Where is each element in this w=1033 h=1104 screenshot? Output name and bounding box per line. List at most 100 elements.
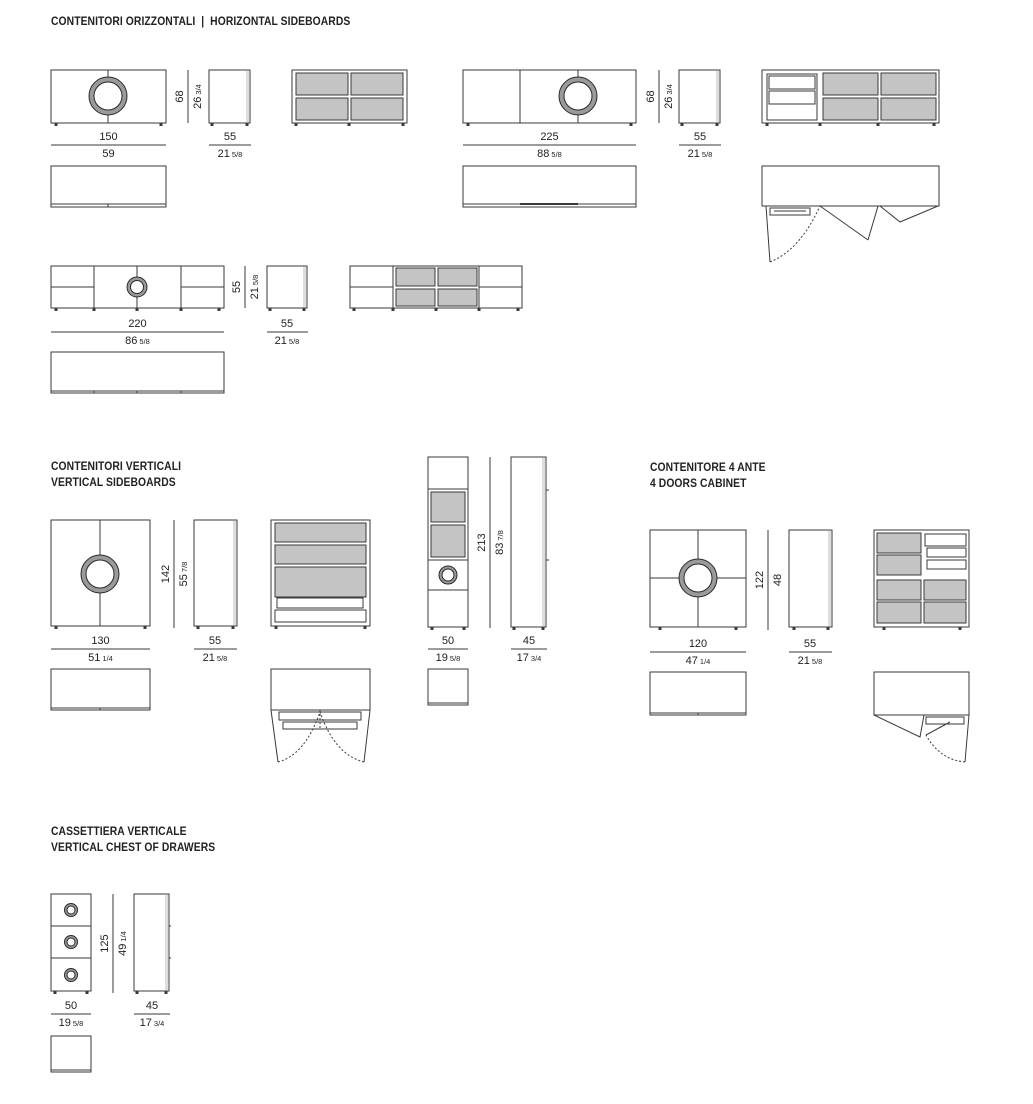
door-arc [925,734,966,763]
dim-height-in: 837/8 [494,530,506,555]
chest-50-plan [50,1035,92,1073]
cabinet-body [50,893,92,992]
foot [85,991,89,994]
foot [876,123,880,126]
ring-inner [93,81,123,111]
dim-height-cm: 213 [476,533,488,551]
side-shade [828,531,831,626]
foot [512,627,516,630]
title-it: CONTENITORE 4 ANTE [650,460,766,474]
ring-handle [80,554,120,594]
dim-height-in: 263/4 [192,84,204,109]
foot [159,123,163,126]
shelf-panel [822,72,879,96]
foot [466,123,470,126]
ring-inner [683,563,713,593]
shelf-panel [876,554,922,576]
dim-width-cm: 220 [128,318,146,330]
cabinet-body [427,456,469,628]
foot [179,308,183,311]
drawer-inner [926,547,967,558]
foot [231,626,235,629]
side-body [678,69,721,124]
foot [882,627,886,630]
door-left-open [765,205,771,263]
foot [217,308,221,311]
shelf-panel [350,72,404,96]
ring-inner [66,937,76,947]
plan-body [50,351,225,394]
sideboard-220-interior [349,265,523,311]
shelf-panel [350,97,404,121]
cabinet-120-side [788,529,833,630]
dim-width-cm: 50 [442,635,454,647]
dim-height-in: 491/4 [117,931,129,956]
side-shade [246,71,249,122]
foot [135,308,139,311]
door-right-open [363,709,371,763]
chest-50-side [133,893,171,994]
foot [54,123,58,126]
ring-handle [438,565,458,585]
title-en: VERTICAL CHEST OF DRAWERS [51,840,216,854]
drawer-inner [274,609,367,623]
ring-inner [441,568,455,582]
drawer-inner [276,597,364,609]
dim-height-in: 48 [772,574,784,586]
plan-body [761,165,940,207]
shelf-panel [923,601,967,624]
side-body [133,893,170,992]
sideboard-150-front [50,69,167,126]
foot [135,991,139,994]
sideboard-220-side [266,265,308,311]
title-en: 4 DOORS CABINET [650,476,747,490]
cabinet-body [270,519,371,627]
dim-width-cm: 130 [91,635,109,647]
side-shade [716,71,719,122]
vertical-130-plan [50,668,151,711]
door-left-open [873,714,925,738]
foot [541,627,545,630]
foot [53,991,57,994]
cabinet-body [873,529,970,628]
ring-inner [130,280,144,294]
foot [792,627,796,630]
shelf-panel [876,601,922,624]
ring-inner [85,559,115,589]
foot [462,627,466,630]
dim-height-in: 557/8 [178,562,190,587]
foot [347,123,351,126]
vertical-130-interior [270,519,371,629]
sideboard-150-side [208,69,251,126]
sideboard-225-plan-open [761,165,940,263]
ring-inner [66,905,76,915]
shelf-panel [876,532,922,554]
foot [658,627,662,630]
foot [477,308,481,311]
shelf-panel [923,579,967,601]
plan-body [873,671,970,716]
ring-handle [126,276,148,298]
chest-50-front [50,893,92,994]
column-50-side [510,456,549,630]
side-body [193,519,238,627]
sideboard-225-interior [761,69,940,126]
foot [54,308,58,311]
ring-inner [563,81,593,111]
